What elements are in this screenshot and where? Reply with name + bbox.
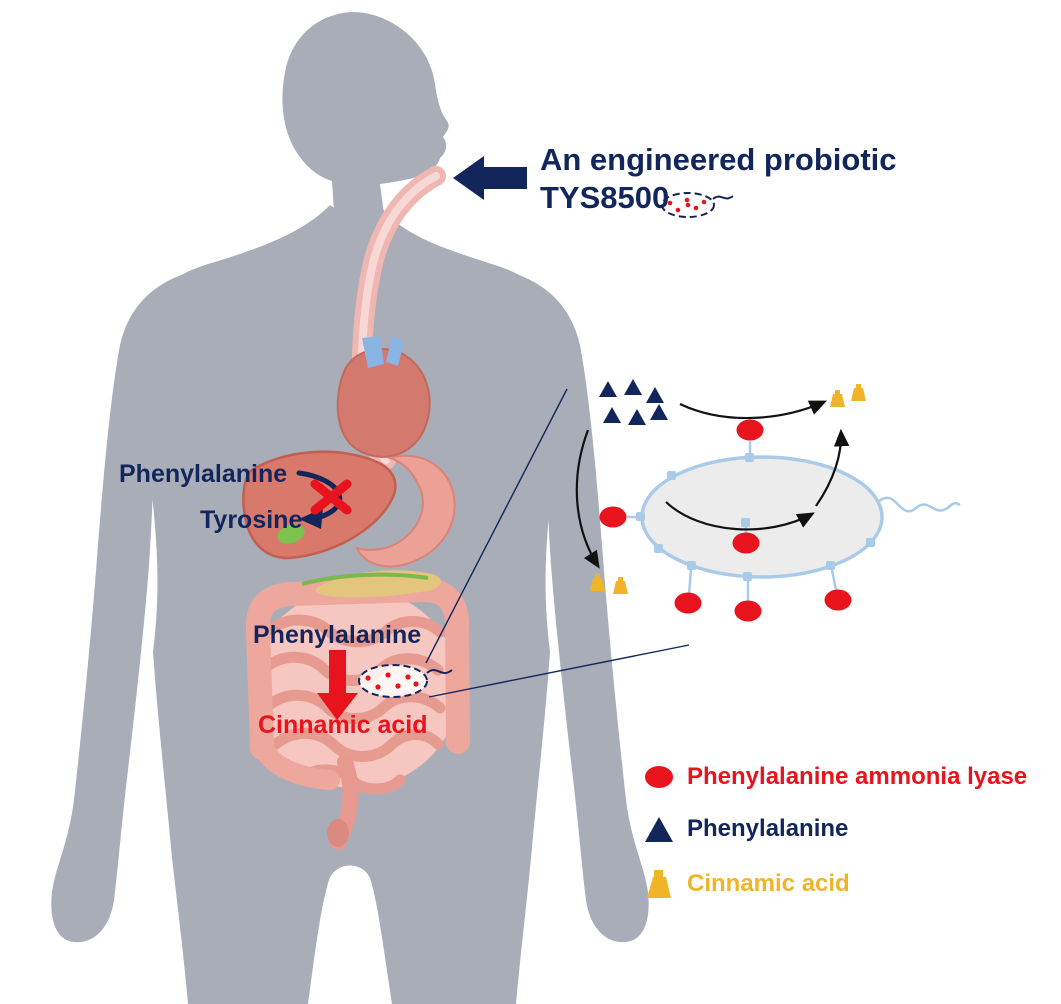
cell-body	[640, 455, 884, 579]
legend-label-pal: Phenylalanine ammonia lyase	[687, 763, 1028, 790]
membrane-anchor-stems	[627, 441, 838, 601]
intestine-coils	[259, 614, 446, 795]
pal-enzyme	[734, 600, 762, 622]
gut-product-label: Cinnamic acid	[258, 711, 428, 739]
gut-substrate-label: Phenylalanine	[253, 621, 422, 649]
liver-product-label: Tyrosine	[200, 506, 303, 534]
phenylalanine-triangle	[628, 409, 646, 425]
conversion-arrow-left	[575, 429, 600, 569]
legend-label-phenylalanine: Phenylalanine	[687, 815, 849, 842]
heart-vessel-blue	[362, 336, 384, 368]
phenylalanine-triangle	[624, 379, 642, 395]
pal-enzyme	[736, 419, 764, 441]
bacterium-flagellum-icon	[426, 669, 453, 674]
legend-item-cinnamic-acid: Cinnamic acid	[643, 868, 850, 900]
cinnamic-acid-shape	[590, 574, 605, 591]
cinnamic-acid-shape	[830, 390, 845, 407]
phenylalanine-triangle	[603, 407, 621, 423]
phenylalanine-triangles	[599, 379, 668, 425]
pal-enzyme	[599, 506, 627, 528]
gut-bacterium-icon	[358, 664, 453, 698]
silhouette-head	[282, 12, 449, 228]
pal-enzyme-swatch	[645, 766, 673, 788]
conversion-arrow-top	[679, 400, 828, 420]
flagellum	[877, 496, 961, 513]
phenylalanine-triangle	[599, 381, 617, 397]
cinnamic-acid-shapes	[590, 384, 866, 594]
heart-vessel-blue-2	[386, 336, 404, 366]
blocked-x-icon	[310, 479, 352, 515]
probiotic-label-line2: TYS8500	[540, 180, 670, 215]
pal-enzyme	[824, 589, 852, 611]
pal-enzyme	[674, 592, 702, 614]
heart	[336, 348, 431, 458]
bacterium-plasmid-dots	[667, 197, 707, 213]
gut-arrow-head	[317, 693, 358, 720]
sigmoid-colon	[254, 738, 340, 790]
phenylalanine-swatch	[645, 817, 673, 842]
conversion-arrow-export	[815, 428, 850, 507]
legend-item-phenylalanine: Phenylalanine	[643, 815, 848, 843]
digestive-organs	[242, 166, 470, 850]
bacterium-flagellum-icon	[712, 195, 734, 200]
bacterium-plasmid-dots	[365, 672, 419, 690]
zoom-connector-lines	[425, 388, 690, 698]
pal-enzymes	[599, 419, 852, 622]
gut-arrow-shaft	[329, 650, 346, 695]
mouth-ingestion-arrow	[453, 156, 527, 200]
silhouette-right-arm	[510, 272, 649, 943]
bacterium-outline	[358, 664, 428, 698]
pal-enzyme	[732, 532, 760, 554]
cinnamic-acid-swatch	[647, 870, 671, 898]
pancreatic-duct	[301, 572, 429, 586]
stomach	[355, 454, 456, 568]
conversion-arrow-inside	[665, 501, 815, 531]
probiotic-bacterium-icon	[661, 192, 734, 218]
gut-pathway	[317, 650, 453, 720]
phenylalanine-triangle	[650, 404, 668, 420]
zoomed-bacterium-diagram	[575, 379, 961, 622]
membrane-protein-dots	[636, 453, 875, 581]
probiotic-label-line1: An engineered probiotic	[540, 142, 897, 177]
cinnamic-acid-shape	[613, 577, 628, 594]
phenylalanine-triangle	[646, 387, 664, 403]
liver-substrate-label: Phenylalanine	[119, 460, 288, 488]
legend-item-pal: Phenylalanine ammonia lyase	[643, 763, 1027, 791]
legend-label-cinnamic-acid: Cinnamic acid	[687, 870, 850, 897]
rectum-bulb	[327, 819, 349, 847]
conversion-arrows	[575, 400, 850, 569]
liver-pathway-blocked	[296, 470, 352, 529]
gallbladder	[277, 524, 305, 544]
silhouette-left-arm	[51, 272, 190, 943]
cinnamic-acid-shape	[851, 384, 866, 401]
